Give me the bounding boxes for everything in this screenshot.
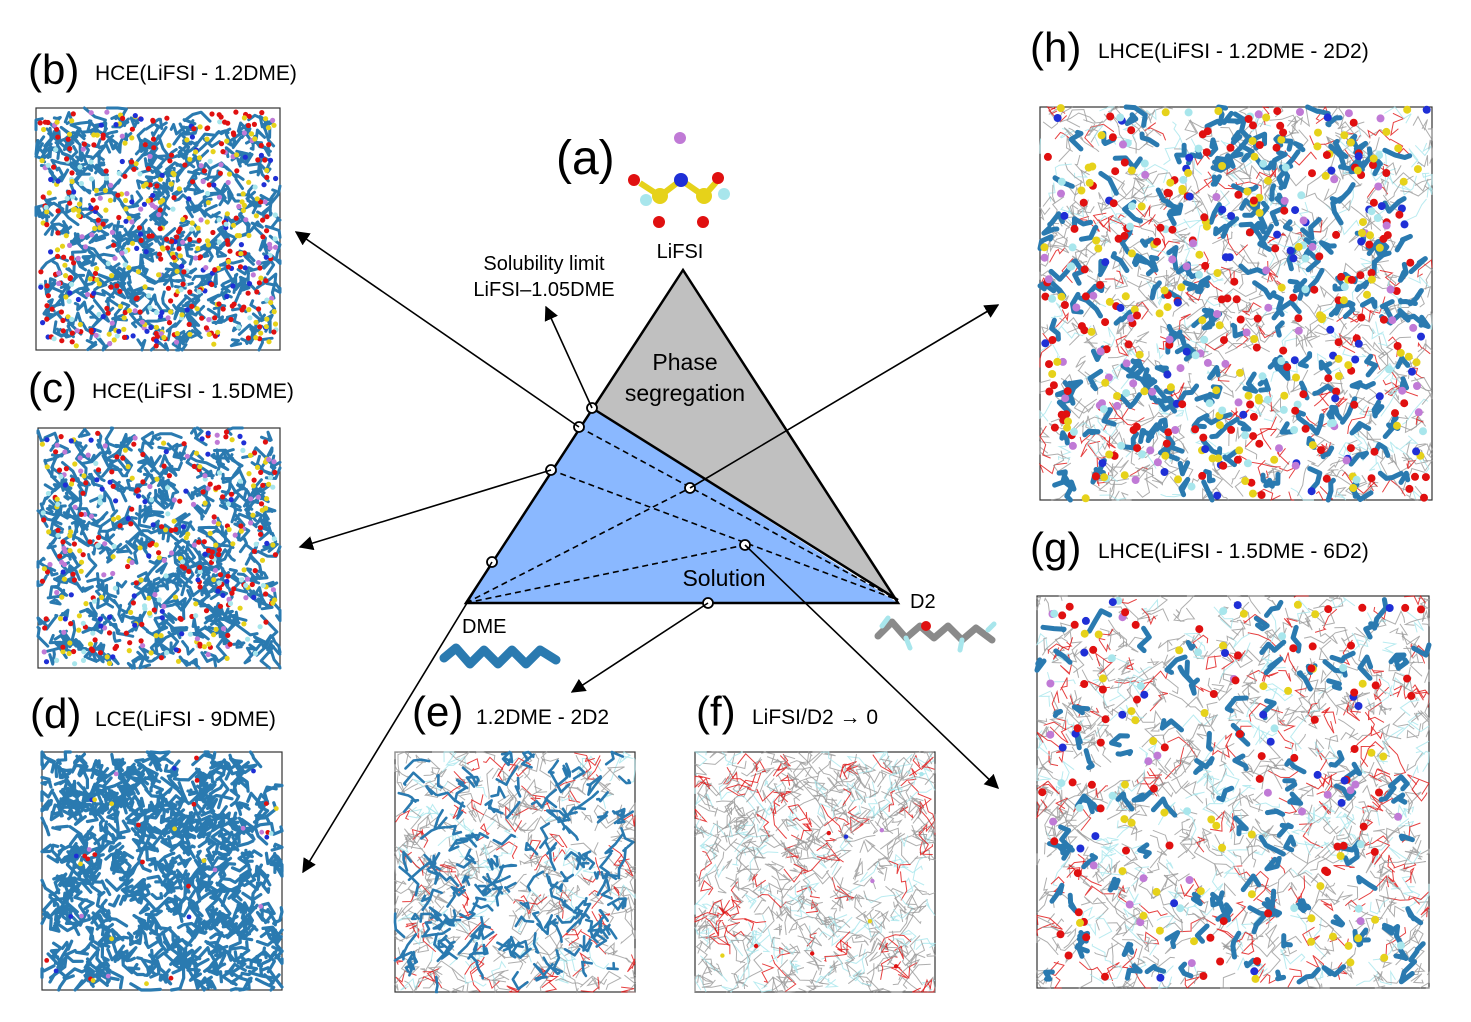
arrow-to-panel-d — [302, 561, 493, 874]
simulation-box-e — [393, 750, 636, 994]
solution-region-label: Solution — [682, 565, 765, 591]
panel-h-title: LHCE(LiFSI - 1.2DME - 2D2) — [1098, 40, 1369, 63]
solubility-boundary-line — [591, 406, 899, 602]
arrows — [294, 231, 1000, 874]
panel-b-letter: (b) — [28, 46, 79, 93]
panel-c-title: HCE(LiFSI - 1.5DME) — [92, 380, 294, 403]
panel-g-letter: (g) — [1030, 524, 1081, 571]
d2-molecule-icon — [874, 615, 997, 653]
vertex-label-lifsi: LiFSI — [657, 241, 704, 263]
arrow-to-panel-c — [298, 469, 552, 551]
simulation-box-d — [40, 750, 284, 992]
phase-segregation-region — [592, 270, 898, 600]
arrow-to-panel-g — [744, 544, 1000, 789]
solubility-annotation-line2: LiFSI–1.05DME — [473, 279, 614, 301]
vertex-label-dme: DME — [462, 616, 506, 638]
panel-h-letter: (h) — [1030, 24, 1081, 71]
dilution-line-4 — [465, 544, 746, 604]
simulation-box-c — [36, 426, 282, 670]
arrow-solubility-annotation — [544, 305, 593, 409]
panel-d-letter: (d) — [30, 690, 81, 737]
phase-region-label-line2: segregation — [625, 380, 745, 406]
dilution-line-3 — [465, 487, 691, 604]
panel-e-letter: (e) — [412, 688, 463, 735]
dilution-line-1 — [578, 426, 899, 601]
lifsi-molecule-icon — [628, 132, 730, 228]
panel-a-letter: (a) — [556, 132, 615, 185]
phase-region-label-line1: Phase — [652, 349, 717, 375]
simulation-box-f — [693, 750, 937, 993]
panel-g-title: LHCE(LiFSI - 1.5DME - 6D2) — [1098, 540, 1369, 563]
panel-e-title: 1.2DME - 2D2 — [476, 706, 609, 729]
dilution-line-2 — [550, 469, 899, 601]
ternary-outline — [463, 267, 901, 605]
solubility-annotation-line1: Solubility limit — [483, 253, 605, 275]
panel-f-letter: (f) — [696, 688, 736, 735]
arrow-to-panel-e — [570, 602, 709, 693]
dme-molecule-icon — [439, 643, 561, 669]
simulation-box-b — [34, 106, 282, 352]
arrow-to-panel-b — [294, 231, 580, 428]
solution-region — [466, 408, 898, 603]
panel-d-title: LCE(LiFSI - 9DME) — [95, 708, 276, 731]
simulation-box-g — [1034, 594, 1432, 989]
panel-b-title: HCE(LiFSI - 1.2DME) — [95, 62, 297, 85]
panel-f-title: LiFSI/D2 → 0 — [752, 706, 878, 729]
arrow-to-panel-h — [689, 304, 1000, 489]
vertex-label-d2: D2 — [910, 591, 936, 613]
panel-c-letter: (c) — [28, 364, 77, 411]
simulation-box-h — [1037, 104, 1433, 503]
ternary-diagram: Phase segregation Solution LiFSI DME D2 … — [462, 132, 936, 638]
